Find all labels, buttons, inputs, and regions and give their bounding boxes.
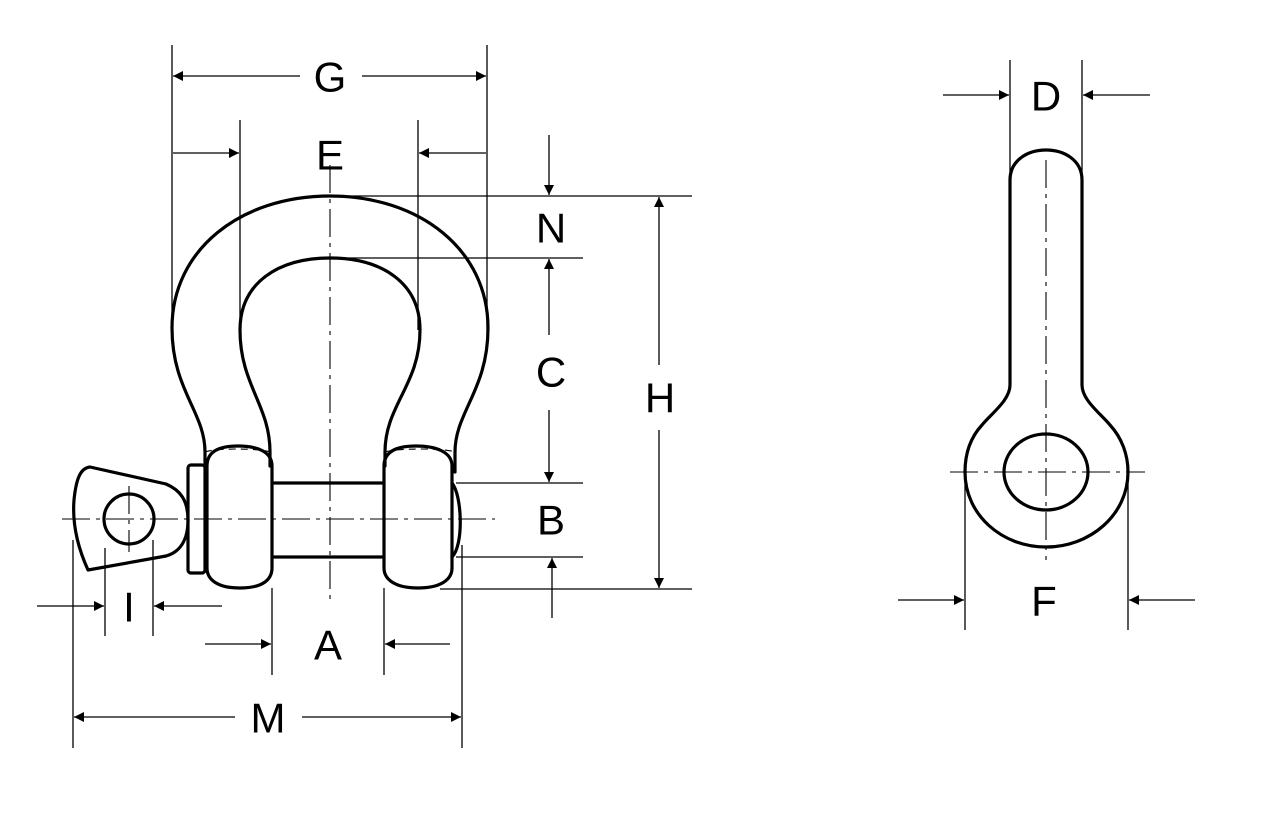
shackle-front-view (62, 165, 495, 600)
label-d: D (1031, 73, 1061, 120)
pin-head-flare (164, 482, 190, 558)
label-e: E (316, 132, 344, 179)
label-a: A (314, 622, 342, 669)
label-i: I (123, 584, 135, 631)
label-g: G (314, 54, 347, 101)
label-f: F (1031, 578, 1057, 625)
pin-end-cap (450, 481, 462, 559)
left-eye-hidden-edge (204, 448, 271, 453)
pin-head-tab (72, 465, 168, 572)
front-view-dimensions: G E N C H B A I M (37, 45, 692, 748)
label-m: M (251, 695, 286, 742)
label-n: N (536, 205, 566, 252)
right-eye-outline (382, 444, 454, 590)
label-h: H (645, 375, 675, 422)
label-c: C (536, 349, 566, 396)
left-eye-outline (205, 444, 274, 590)
side-view-dimensions: D F (898, 60, 1195, 630)
label-b: B (537, 497, 565, 544)
shackle-side-view (950, 148, 1145, 560)
right-eye-hidden-edge (384, 448, 456, 453)
side-view-outline (963, 148, 1130, 549)
